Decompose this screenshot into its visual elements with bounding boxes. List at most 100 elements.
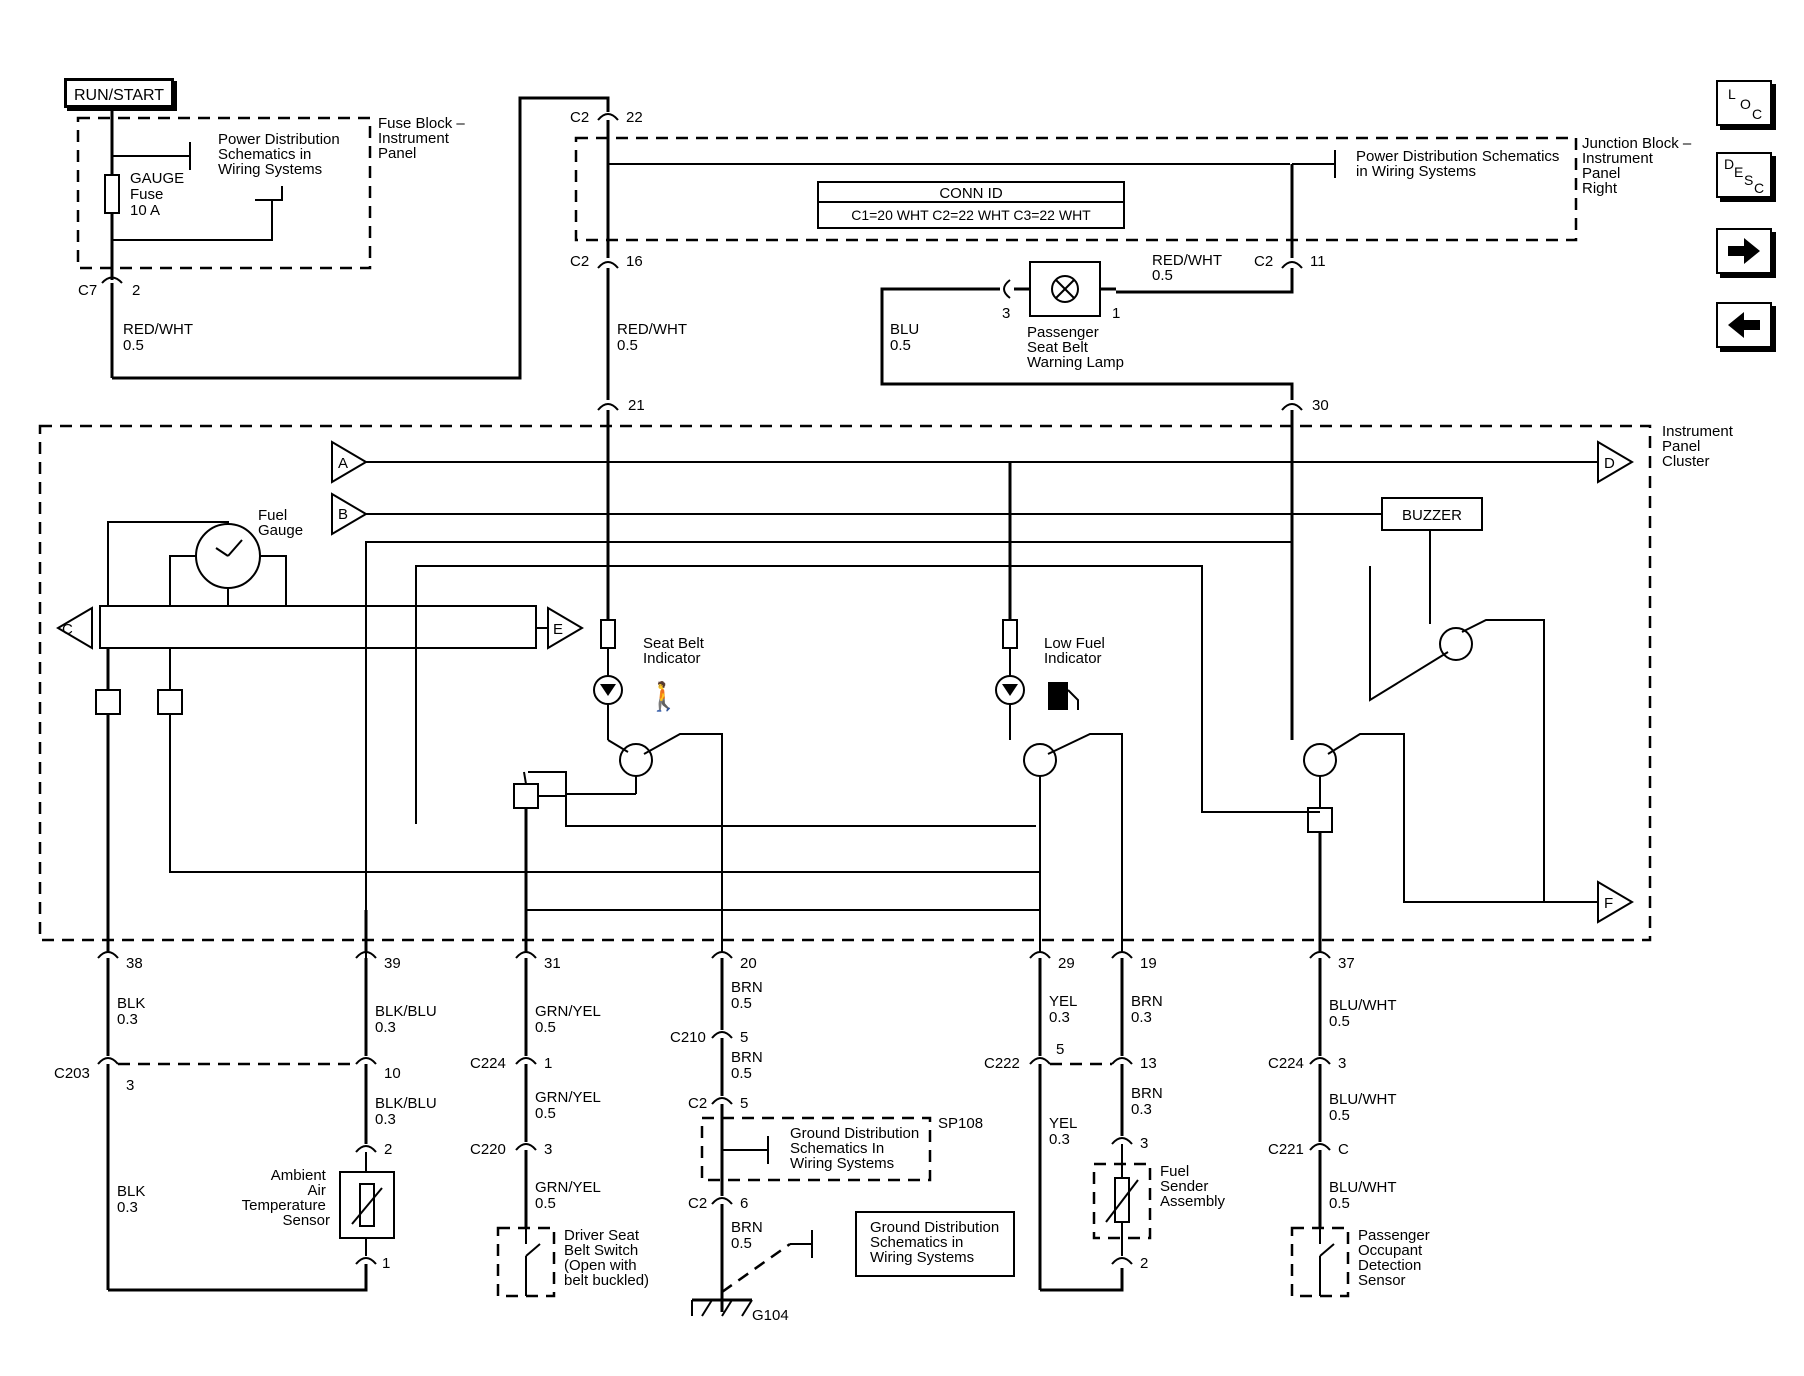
svg-text:31: 31: [544, 955, 561, 972]
junction-power-ref: Power Distribution Schematics in Wiring …: [1356, 148, 1564, 180]
svg-text:BLU/WHT: BLU/WHT: [1329, 997, 1397, 1014]
svg-text:37: 37: [1338, 955, 1355, 972]
svg-text:C2: C2: [570, 109, 589, 126]
svg-text:0.5: 0.5: [1329, 1013, 1350, 1030]
svg-text:30: 30: [1312, 397, 1329, 414]
svg-text:C2: C2: [688, 1095, 707, 1112]
fuse-block-title: Fuse Block – Instrument Panel: [378, 115, 469, 162]
svg-text:0.3: 0.3: [375, 1111, 396, 1128]
svg-text:22: 22: [626, 109, 643, 126]
svg-text:3: 3: [1338, 1055, 1346, 1072]
lamp-label: Passenger Seat Belt Warning Lamp: [1027, 324, 1124, 371]
svg-text:5: 5: [740, 1029, 748, 1046]
seat-belt-transistor: [619, 743, 653, 777]
fuel-pump-icon: [1048, 682, 1068, 710]
svg-text:BRN: BRN: [731, 979, 763, 996]
svg-text:0.5: 0.5: [535, 1019, 556, 1036]
driver-switch-label: Driver Seat Belt Switch (Open with belt …: [564, 1227, 649, 1289]
svg-text:E: E: [553, 621, 563, 638]
svg-text:10: 10: [384, 1065, 401, 1082]
svg-text:0.5: 0.5: [617, 337, 638, 354]
svg-text:C222: C222: [984, 1055, 1020, 1072]
svg-text:BUZZER: BUZZER: [1402, 507, 1462, 524]
svg-text:13: 13: [1140, 1055, 1157, 1072]
fuse-type: Fuse: [130, 186, 163, 203]
instrument-panel-cluster: [38, 424, 1652, 942]
gauge-fuse: [104, 174, 120, 214]
svg-text:39: 39: [384, 955, 401, 972]
svg-text:RED/WHT: RED/WHT: [123, 321, 193, 338]
ground-ref-1: Ground Distribution Schematics In Wiring…: [790, 1125, 923, 1172]
passenger-transistor: [1303, 743, 1337, 777]
svg-text:D: D: [1604, 455, 1615, 472]
svg-text:BLK/BLU: BLK/BLU: [375, 1003, 437, 1020]
svg-text:A: A: [338, 455, 348, 472]
loc-button[interactable]: L O C: [1716, 80, 1772, 126]
svg-text:0.5: 0.5: [1329, 1195, 1350, 1212]
cluster-internal-bus: [99, 605, 537, 649]
svg-text:C7: C7: [78, 282, 97, 299]
svg-text:1: 1: [382, 1255, 390, 1272]
ambient-sensor-label: Ambient Air Temperature Sensor: [242, 1167, 330, 1229]
occupant-sensor-label: Passenger Occupant Detection Sensor: [1358, 1227, 1434, 1289]
arrow-right-icon: [1728, 238, 1760, 264]
seat-belt-indicator-label: Seat Belt Indicator: [643, 635, 708, 667]
svg-text:GRN/YEL: GRN/YEL: [535, 1089, 601, 1106]
svg-text:C: C: [62, 621, 73, 638]
svg-text:0.5: 0.5: [123, 337, 144, 354]
svg-text:0.3: 0.3: [1049, 1131, 1070, 1148]
svg-text:YEL: YEL: [1049, 993, 1077, 1010]
svg-text:3: 3: [1002, 305, 1010, 322]
svg-text:29: 29: [1058, 955, 1075, 972]
svg-text:SP108: SP108: [938, 1115, 983, 1132]
svg-text:BRN: BRN: [731, 1049, 763, 1066]
connector-b: [331, 492, 368, 536]
svg-text:3: 3: [126, 1077, 134, 1094]
svg-text:0.3: 0.3: [117, 1199, 138, 1216]
svg-text:G104: G104: [752, 1307, 789, 1324]
cluster-title: Instrument Panel Cluster: [1662, 423, 1737, 470]
svg-text:5: 5: [1056, 1041, 1064, 1058]
svg-text:0.5: 0.5: [890, 337, 911, 354]
svg-text:0.5: 0.5: [535, 1105, 556, 1122]
connector-a: [331, 440, 368, 484]
conn-id-table: [817, 181, 1125, 229]
svg-text:B: B: [338, 506, 348, 523]
ground-ref-2: [855, 1211, 1015, 1277]
svg-text:0.3: 0.3: [1131, 1009, 1152, 1026]
svg-text:C: C: [1338, 1141, 1349, 1158]
junction-block-boundary: [574, 136, 1578, 242]
svg-text:GRN/YEL: GRN/YEL: [535, 1003, 601, 1020]
forward-button[interactable]: [1716, 228, 1772, 274]
run-start-label: RUN/START: [64, 78, 174, 108]
svg-text:BRN: BRN: [1131, 1085, 1163, 1102]
connector-c: [56, 606, 93, 650]
svg-text:F: F: [1604, 895, 1613, 912]
svg-text:C224: C224: [1268, 1055, 1304, 1072]
fuse-rating: 10 A: [130, 202, 160, 219]
low-fuel-indicator-label: Low Fuel Indicator: [1044, 635, 1109, 667]
svg-text:BLK: BLK: [117, 1183, 145, 1200]
connector-d: [1597, 440, 1634, 484]
svg-text:BLU/WHT: BLU/WHT: [1329, 1091, 1397, 1108]
svg-text:C224: C224: [470, 1055, 506, 1072]
svg-text:6: 6: [740, 1195, 748, 1212]
cluster-output-pins: [97, 951, 1331, 959]
svg-text:0.5: 0.5: [731, 1065, 752, 1082]
svg-text:YEL: YEL: [1049, 1115, 1077, 1132]
svg-text:2: 2: [132, 282, 140, 299]
seat-belt-icon: 🚶: [646, 680, 681, 713]
svg-text:BRN: BRN: [1131, 993, 1163, 1010]
svg-text:0.3: 0.3: [375, 1019, 396, 1036]
svg-text:0.5: 0.5: [731, 1235, 752, 1252]
svg-text:1: 1: [544, 1055, 552, 1072]
svg-text:16: 16: [626, 253, 643, 270]
svg-text:2: 2: [1140, 1255, 1148, 1272]
fuel-sender-label: Fuel Sender Assembly: [1160, 1163, 1226, 1210]
svg-text:0.5: 0.5: [1152, 267, 1173, 284]
desc-button[interactable]: D E S C: [1716, 152, 1772, 198]
svg-text:1: 1: [1112, 305, 1120, 322]
svg-text:C1=20 WHT C2=22 WHT C3=22: C1=20 WHT C2=22 WHT C3=22 WHT: [851, 207, 1091, 223]
back-button[interactable]: [1716, 302, 1772, 348]
